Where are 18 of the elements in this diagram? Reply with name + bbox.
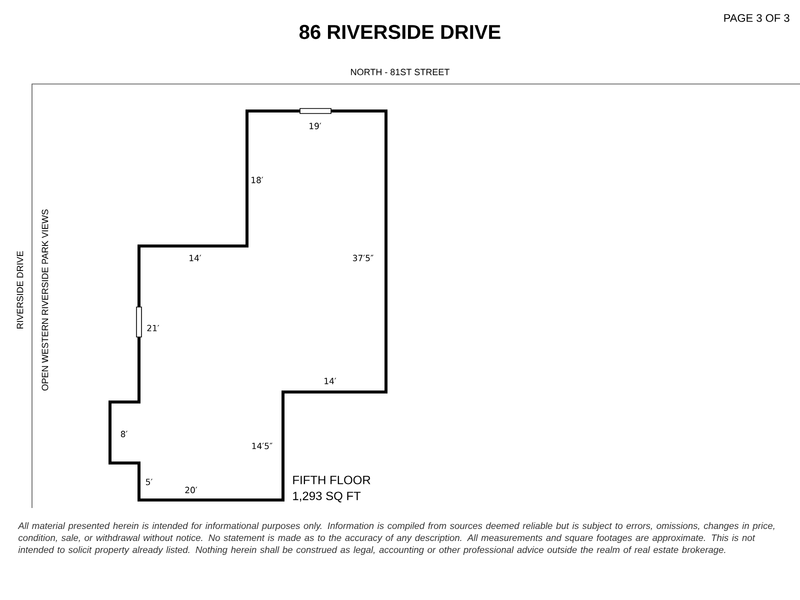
street-label: NORTH - 81ST STREET [351,68,450,76]
dimension-label: 14′ [190,254,202,262]
dimension-label: 8′ [120,430,128,438]
street-label: RIVERSIDE DRIVE [16,251,24,329]
dimension-label: 18′ [252,176,264,184]
floor-label: FIFTH FLOOR [293,476,370,484]
dimension-label: 14′5″ [252,442,272,450]
dimension-label: 21′ [147,324,160,332]
view-label: OPEN WESTERN RIVERSIDE PARK VIEWS [42,209,48,391]
dimension-label: 5′ [146,478,152,486]
dimension-label: 19′ [310,122,322,130]
title: 86 RIVERSIDE DRIVE [300,24,500,40]
dimension-label: 20′ [185,486,198,494]
dimension-label: 14′ [324,378,336,384]
dimension-label: 37′5″ [352,254,374,262]
area-label: 1,293 SQ FT [293,492,361,502]
page-number: PAGE 3 OF 3 [724,14,790,22]
disclaimer-text: All material presented herein is intended for informational purposes only. Information is compiled from sources deemed reliable but is subject to errors, omissions, changes in price, condition, sale, or withdrawal without notice. No statement is made as to the accuracy of any description. All measurements and square footages are approximate. This is not intended to solicit property already listed. Nothing herein shall be construed as legal, accounting or other professional advice outside the realm of real estate brokerage. [18,522,774,555]
